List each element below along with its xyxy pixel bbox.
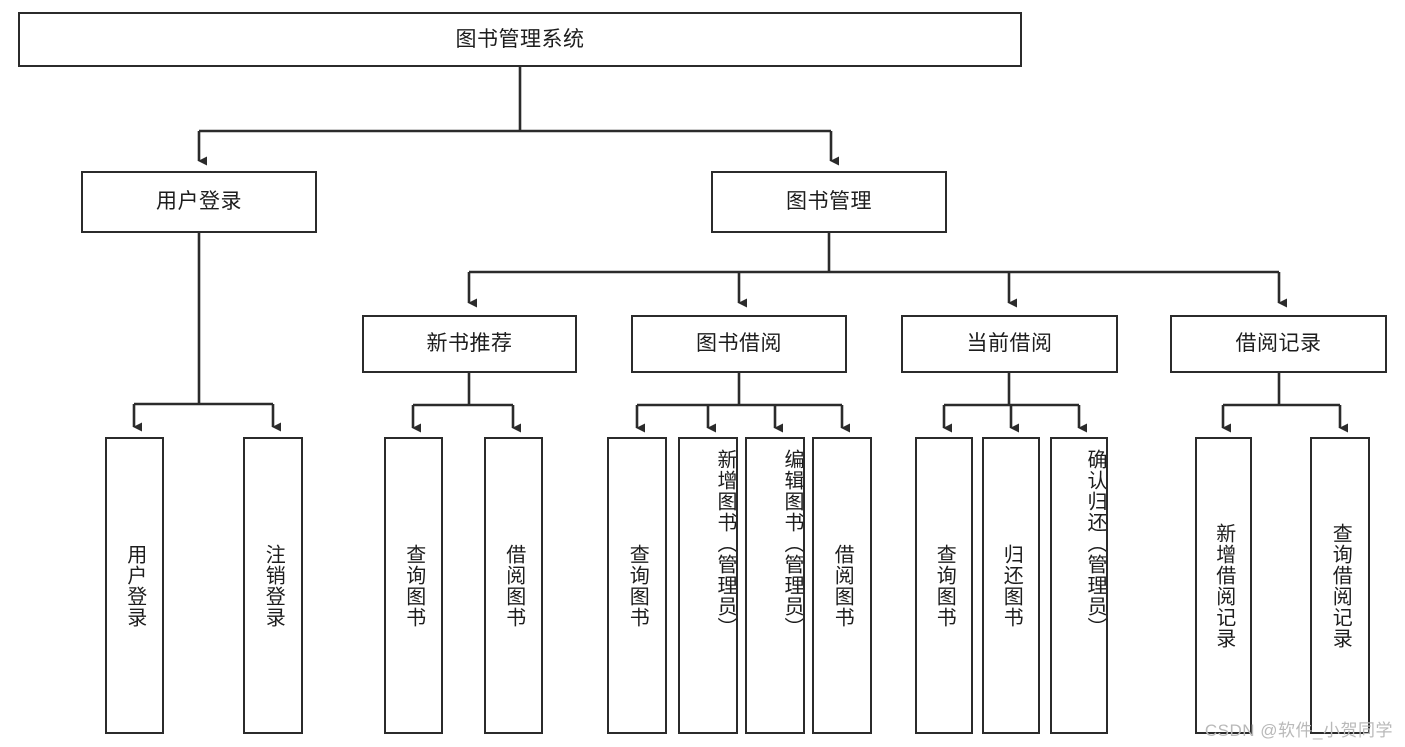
node-leaf-query-book-borrow[interactable]: 查询图书 bbox=[607, 437, 667, 734]
node-leaf-edit-book-admin[interactable]: 编辑图书（管理员） bbox=[745, 437, 805, 734]
node-book-management[interactable]: 图书管理 bbox=[711, 171, 947, 233]
node-current-borrow[interactable]: 当前借阅 bbox=[901, 315, 1118, 373]
node-leaf-query-book-recommend[interactable]: 查询图书 bbox=[384, 437, 443, 734]
node-label: 确认归还（管理员） bbox=[1084, 449, 1106, 638]
node-user-login[interactable]: 用户登录 bbox=[81, 171, 317, 233]
node-leaf-logout-login[interactable]: 注销登录 bbox=[243, 437, 303, 734]
node-label: 新书推荐 bbox=[426, 332, 513, 356]
node-label: 归还图书 bbox=[1000, 543, 1023, 628]
node-label: 借阅图书 bbox=[831, 543, 854, 628]
node-label: 查询借阅记录 bbox=[1329, 522, 1352, 649]
csdn-watermark: CSDN @软件_小贺同学 bbox=[1204, 721, 1393, 740]
node-borrow-record[interactable]: 借阅记录 bbox=[1170, 315, 1387, 373]
node-label: 查询图书 bbox=[626, 543, 649, 628]
node-leaf-return-book[interactable]: 归还图书 bbox=[982, 437, 1040, 734]
node-label: 图书借阅 bbox=[696, 332, 782, 356]
node-label: 新增图书（管理员） bbox=[714, 449, 736, 638]
node-label: 用户登录 bbox=[156, 190, 242, 214]
node-label: 图书管理 bbox=[786, 190, 872, 214]
node-new-book-recommend[interactable]: 新书推荐 bbox=[362, 315, 577, 373]
node-leaf-query-borrow-record[interactable]: 查询借阅记录 bbox=[1310, 437, 1370, 734]
node-root-book-management-system[interactable]: 图书管理系统 bbox=[18, 12, 1022, 67]
node-leaf-add-borrow-record[interactable]: 新增借阅记录 bbox=[1195, 437, 1252, 734]
node-label: 查询图书 bbox=[402, 543, 425, 628]
node-label: 图书管理系统 bbox=[455, 27, 585, 51]
node-label: 编辑图书（管理员） bbox=[781, 449, 803, 638]
node-leaf-add-book-admin[interactable]: 新增图书（管理员） bbox=[678, 437, 738, 734]
node-leaf-borrow-book[interactable]: 借阅图书 bbox=[812, 437, 872, 734]
node-label: 当前借阅 bbox=[966, 332, 1053, 356]
node-leaf-query-book-current[interactable]: 查询图书 bbox=[915, 437, 973, 734]
node-leaf-user-login[interactable]: 用户登录 bbox=[105, 437, 164, 734]
node-label: 查询图书 bbox=[933, 543, 956, 628]
node-label: 注销登录 bbox=[262, 543, 285, 628]
node-label: 借阅记录 bbox=[1235, 332, 1322, 356]
node-leaf-borrow-book-recommend[interactable]: 借阅图书 bbox=[484, 437, 543, 734]
node-book-borrow[interactable]: 图书借阅 bbox=[631, 315, 847, 373]
node-label: 用户登录 bbox=[123, 543, 146, 628]
node-label: 借阅图书 bbox=[502, 543, 525, 628]
node-leaf-confirm-return-admin[interactable]: 确认归还（管理员） bbox=[1050, 437, 1108, 734]
node-label: 新增借阅记录 bbox=[1212, 522, 1235, 649]
